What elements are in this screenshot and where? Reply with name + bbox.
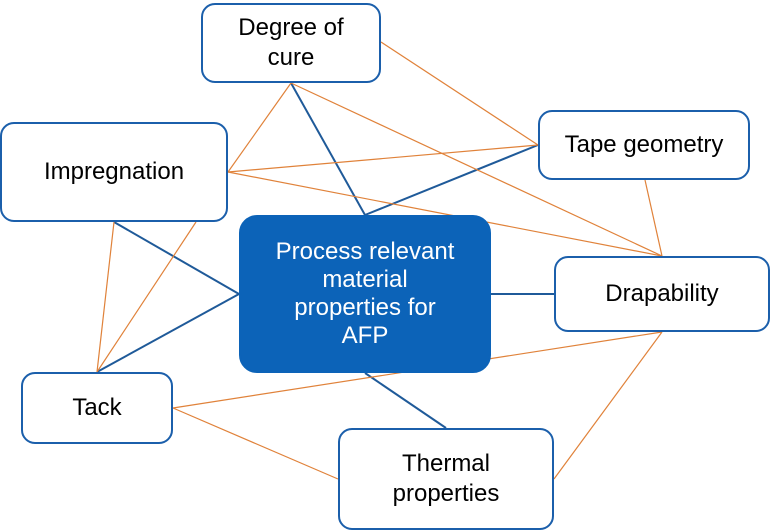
node-tack: Tack xyxy=(21,372,173,444)
node-impregnation: Impregnation xyxy=(0,122,228,222)
node-drapability: Drapability xyxy=(554,256,770,332)
link-impregnation-to-tape-geometry xyxy=(227,144,539,173)
link-degree-of-cure-to-drapability xyxy=(290,82,663,257)
node-degree-of-cure: Degree of cure xyxy=(201,3,381,83)
node-thermal-properties: Thermal properties xyxy=(338,428,554,530)
link-impregnation-to-tack-secondary xyxy=(96,221,197,373)
link-center-to-thermal-properties xyxy=(364,372,447,429)
link-degree-of-cure-to-impregnation xyxy=(227,82,292,173)
node-tape-geometry-label: Tape geometry xyxy=(564,131,724,158)
node-impregnation-label: Impregnation xyxy=(43,158,185,185)
node-center-process-properties: Process relevant material properties for… xyxy=(239,215,491,373)
link-tack-to-thermal-properties xyxy=(172,407,339,480)
node-tape-geometry: Tape geometry xyxy=(538,110,750,180)
node-thermal-properties-label: Thermal properties xyxy=(392,450,500,507)
link-center-to-tack xyxy=(96,293,240,373)
node-tack-label: Tack xyxy=(72,394,122,421)
link-tape-geometry-to-drapability xyxy=(644,179,663,257)
link-impregnation-to-drapability xyxy=(227,171,663,257)
node-drapability-label: Drapability xyxy=(605,280,719,307)
link-degree-of-cure-to-tape-geometry xyxy=(380,41,539,146)
link-impregnation-to-tack xyxy=(96,221,115,373)
link-center-to-impregnation xyxy=(113,221,240,295)
node-center-label: Process relevant material properties for… xyxy=(275,238,455,349)
node-degree-of-cure-label: Degree of cure xyxy=(238,14,344,71)
link-drapability-to-thermal-properties xyxy=(553,331,663,480)
link-center-to-tape-geometry xyxy=(364,144,539,216)
link-center-to-degree-of-cure xyxy=(290,82,366,216)
